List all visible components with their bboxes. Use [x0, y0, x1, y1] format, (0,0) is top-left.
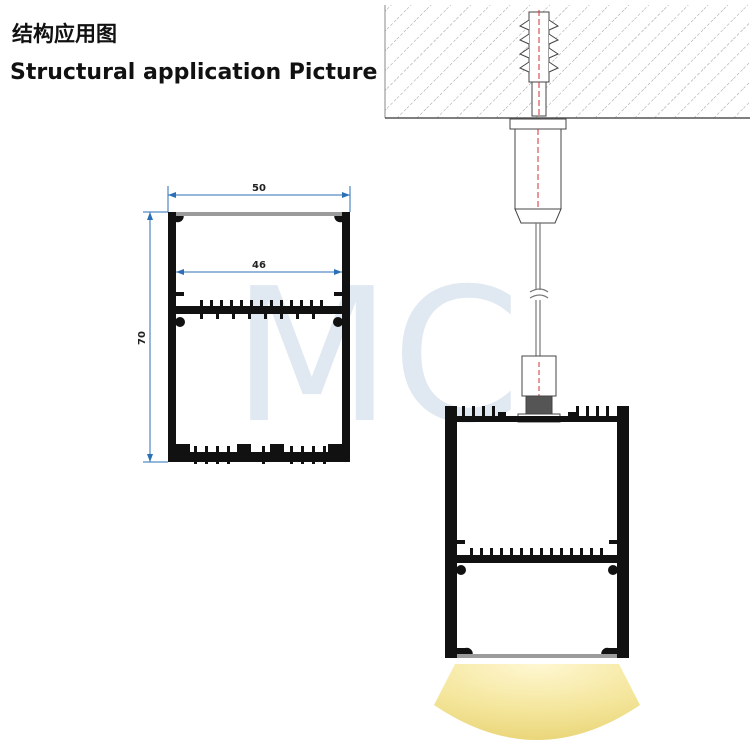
- dim-inner-width-label: 46: [252, 260, 266, 271]
- profile-front: [445, 406, 629, 658]
- suspension-wire: [529, 223, 549, 356]
- dim-height-label: 70: [137, 331, 148, 345]
- watermark: MC: [232, 248, 521, 464]
- light-glow: [434, 664, 640, 740]
- dim-outer-width-label: 50: [252, 183, 266, 194]
- ceiling: [385, 5, 750, 118]
- lower-fitting: [517, 355, 561, 423]
- cable-gripper: [509, 118, 567, 224]
- cross-section: 50 46 70: [137, 183, 351, 464]
- dimension-inner-width: 46: [176, 260, 342, 275]
- dimension-height: 70: [137, 211, 168, 463]
- title-chinese: 结构应用图: [12, 22, 117, 46]
- profile-section: [168, 212, 350, 464]
- wall-anchor: [518, 10, 560, 118]
- installation-view: [384, 5, 750, 740]
- title-english: Structural application Picture: [10, 60, 378, 85]
- dimension-outer-width: 50: [167, 183, 351, 212]
